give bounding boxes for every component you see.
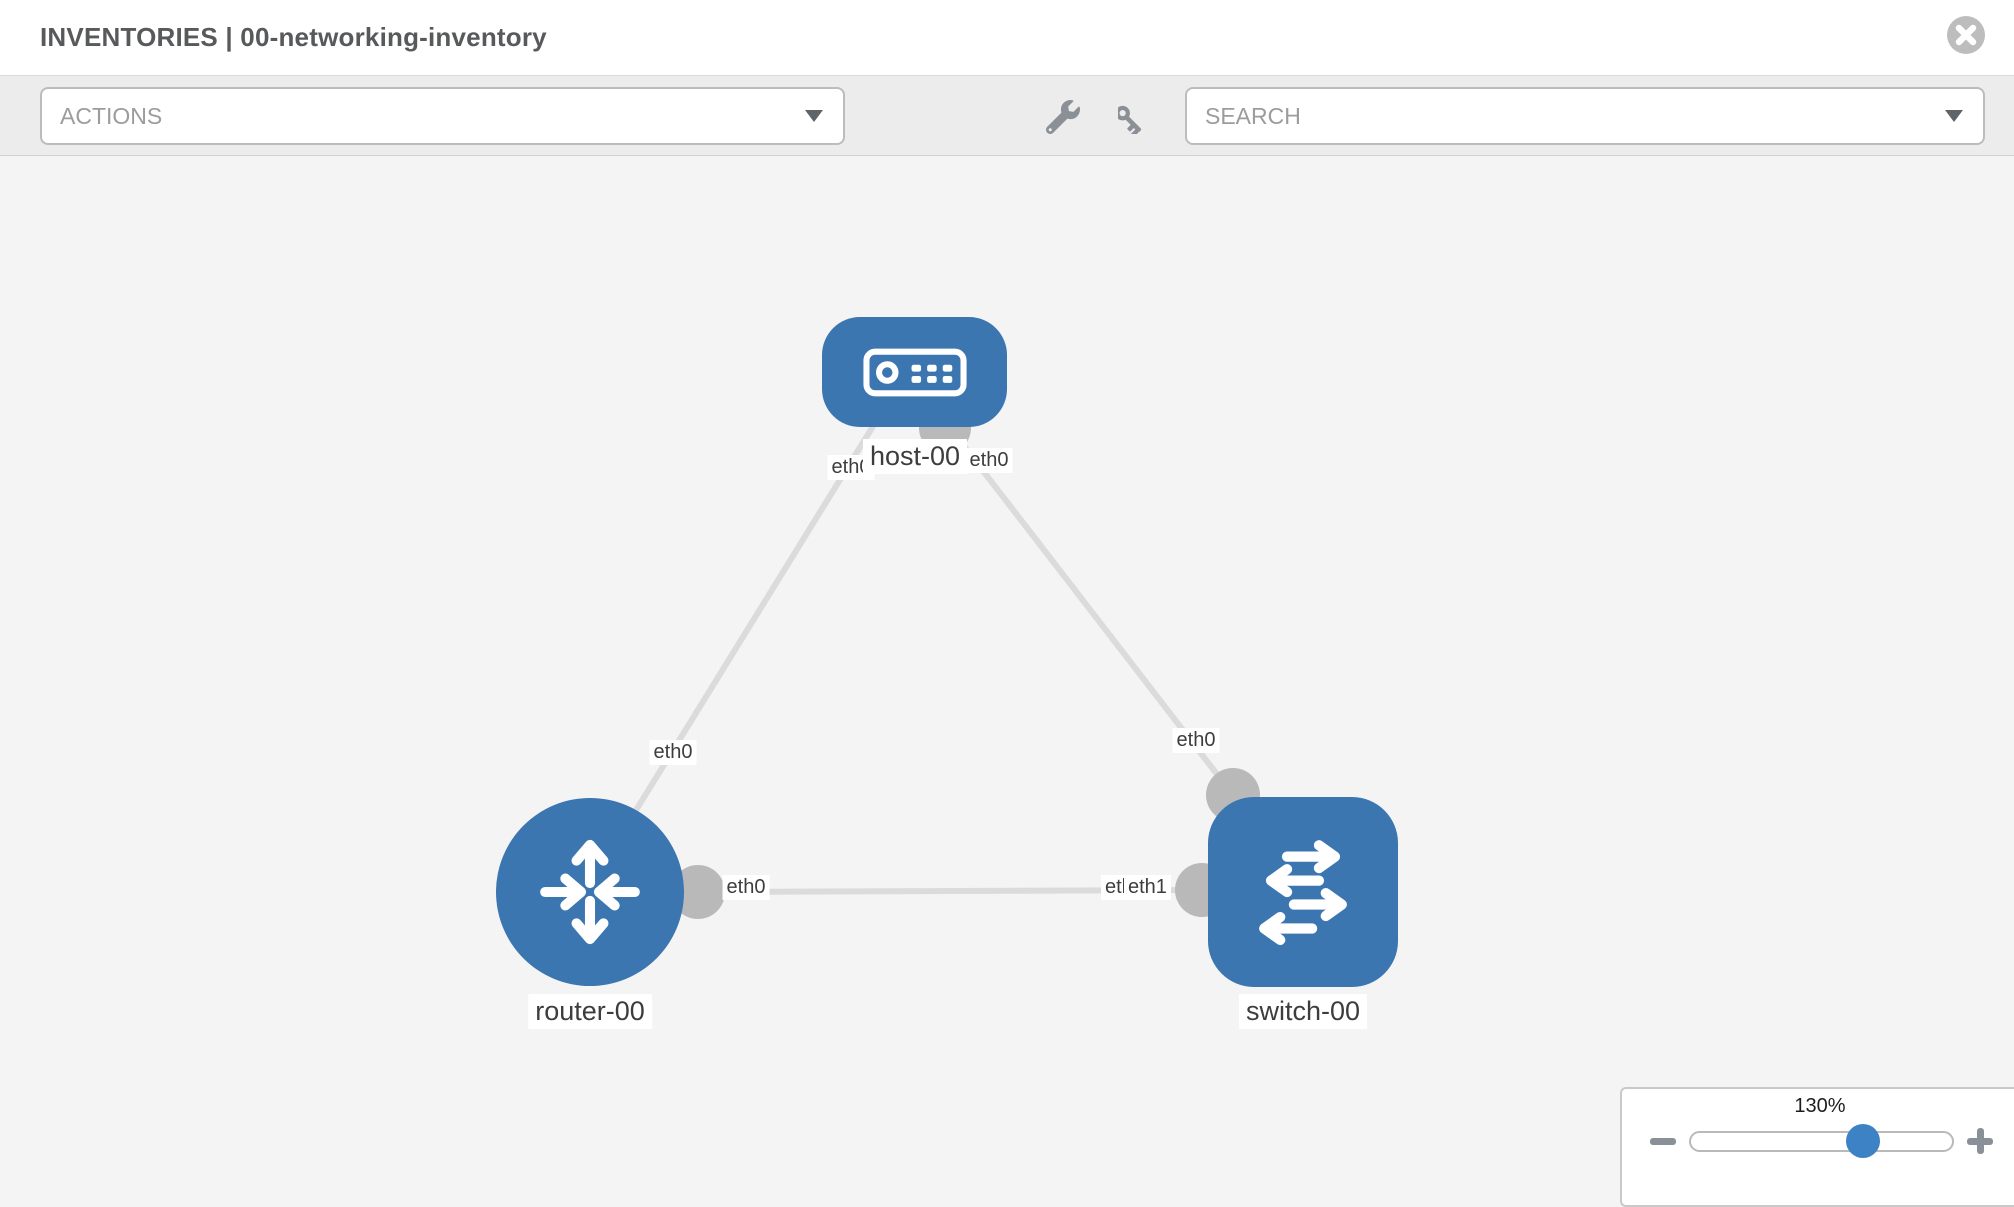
node-label-router-00: router-00 — [528, 994, 652, 1029]
search-dropdown[interactable]: SEARCH — [1185, 87, 1985, 145]
zoom-slider-track[interactable] — [1689, 1123, 1954, 1158]
key-icon — [1115, 105, 1142, 137]
interface-label-switch-eth0-top: eth0 — [1172, 728, 1220, 753]
node-router-00[interactable] — [496, 798, 684, 986]
search-placeholder: SEARCH — [1205, 102, 1301, 129]
router-icon — [540, 839, 640, 945]
node-host-00[interactable] — [822, 317, 1007, 427]
switch-icon — [1259, 840, 1347, 946]
zoom-control-panel: 130% — [1620, 1087, 2014, 1207]
window-header: INVENTORIES | 00-networking-inventory — [0, 0, 2014, 76]
wrench-icon — [1045, 99, 1080, 134]
close-icon — [1947, 16, 1985, 54]
host-icon — [862, 348, 967, 396]
port-router-00[interactable] — [671, 865, 725, 919]
topology-canvas[interactable]: host-00 router-00 switch-00 eth0 eth0 et… — [0, 156, 2014, 1200]
configure-button[interactable] — [1040, 98, 1086, 138]
node-switch-00[interactable] — [1208, 797, 1398, 987]
topology-links-layer — [614, 402, 1260, 919]
interface-label-router-eth0-right: eth0 — [722, 875, 770, 900]
credentials-button[interactable] — [1112, 98, 1158, 138]
zoom-out-button[interactable] — [1650, 1137, 1676, 1145]
actions-dropdown-label: ACTIONS — [60, 102, 163, 129]
interface-label-router-eth0-top: eth0 — [649, 740, 697, 765]
actions-dropdown[interactable]: ACTIONS — [40, 87, 845, 145]
node-label-host-00: host-00 — [862, 439, 968, 474]
chevron-down-icon — [805, 110, 823, 122]
zoom-in-button[interactable] — [1967, 1128, 1993, 1154]
close-button[interactable] — [1946, 15, 1986, 55]
interface-label-switch-eth1: eth1 — [1124, 875, 1171, 900]
toolbar: ACTIONS SEARCH — [0, 76, 2014, 156]
page-title: INVENTORIES | 00-networking-inventory — [40, 22, 547, 52]
zoom-slider-knob[interactable] — [1846, 1123, 1880, 1158]
zoom-level-value: 130% — [1794, 1095, 1846, 1117]
plus-icon — [1967, 1128, 1993, 1154]
interface-label-host-eth0-right: eth0 — [965, 448, 1013, 473]
node-label-switch-00: switch-00 — [1238, 994, 1368, 1029]
minus-icon — [1650, 1137, 1676, 1145]
chevron-down-icon — [1945, 110, 1963, 122]
zoom-slider-row — [1622, 1123, 2014, 1158]
link-host-router[interactable] — [614, 421, 878, 843]
